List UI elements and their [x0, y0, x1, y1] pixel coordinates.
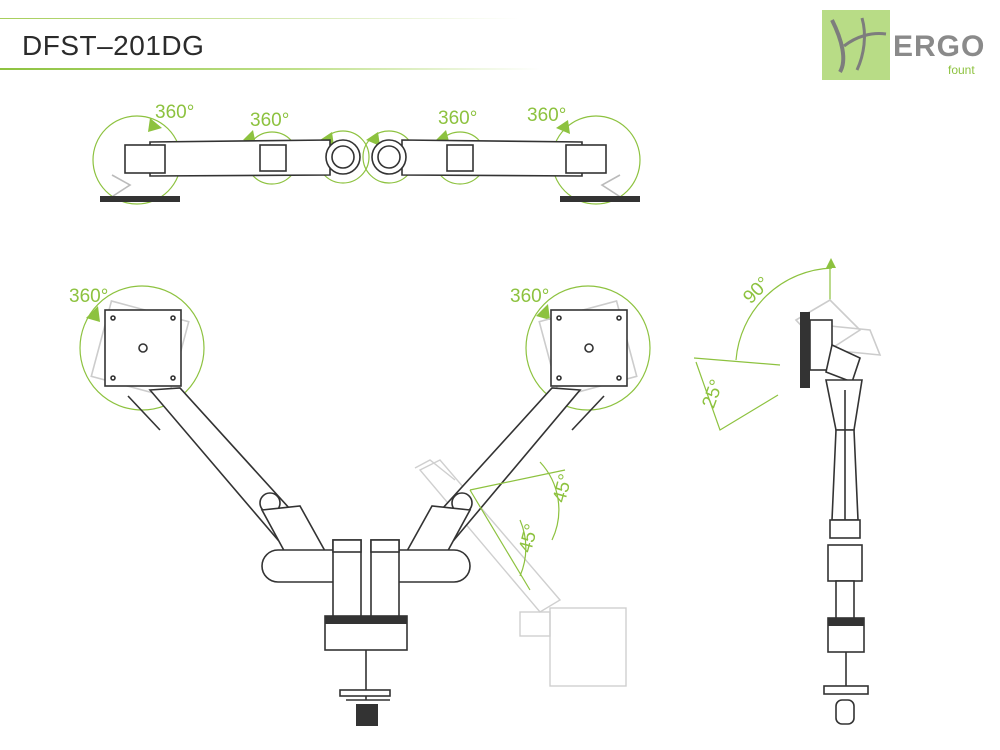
arrow-icon — [556, 120, 570, 134]
top-view — [92, 115, 641, 205]
logo-sub: fount — [948, 63, 975, 77]
model-title: DFST–201DG — [22, 30, 205, 61]
vesa-plate-left — [100, 196, 180, 202]
arrow-icon — [826, 258, 836, 268]
joint-right — [446, 144, 474, 172]
front-rotation-label-right: 360° — [510, 286, 549, 307]
arrow-icon — [366, 132, 380, 146]
vesa-plate-front-left — [104, 309, 182, 387]
top-arm-left — [149, 139, 331, 177]
vesa-plate-front-right — [550, 309, 628, 387]
header-rule-bottom — [0, 68, 540, 70]
header-rule-top — [0, 18, 520, 19]
pole-left — [332, 539, 362, 621]
top-rotation-label-4: 360° — [527, 105, 566, 126]
tilt-down-label: 45° — [515, 522, 543, 555]
side-pole-collar — [827, 544, 863, 582]
top-rotation-label-3: 360° — [438, 108, 477, 129]
vesa-plate-right — [560, 196, 640, 202]
front-rotation-label-left: 360° — [69, 286, 108, 307]
center-pole-right — [371, 139, 407, 175]
center-pole-left — [325, 139, 361, 175]
logo-swoosh-icon — [830, 17, 887, 74]
joint-left — [259, 144, 287, 172]
clamp-knob — [356, 704, 378, 726]
top-rotation-label-1: 360° — [155, 102, 194, 123]
side-view — [693, 258, 882, 725]
tilt-back-label: 90° — [739, 273, 774, 308]
side-vesa-plate — [800, 312, 810, 388]
arrow-icon — [86, 306, 100, 322]
front-rotation-circle-right — [525, 285, 651, 411]
pole-right — [370, 539, 400, 621]
logo-mark — [822, 10, 890, 80]
logo-brand: ERGO — [893, 30, 986, 63]
side-pole — [835, 580, 855, 622]
top-rotation-label-2: 360° — [250, 110, 289, 131]
tilt-up-label: 45° — [549, 472, 577, 505]
top-arm-right — [401, 139, 583, 177]
arrow-icon — [536, 304, 550, 320]
arrow-icon — [148, 118, 162, 132]
ghost-arm — [414, 459, 627, 687]
side-arm-upper — [825, 379, 863, 431]
side-clamp-knob — [835, 699, 855, 725]
front-view — [79, 285, 651, 726]
